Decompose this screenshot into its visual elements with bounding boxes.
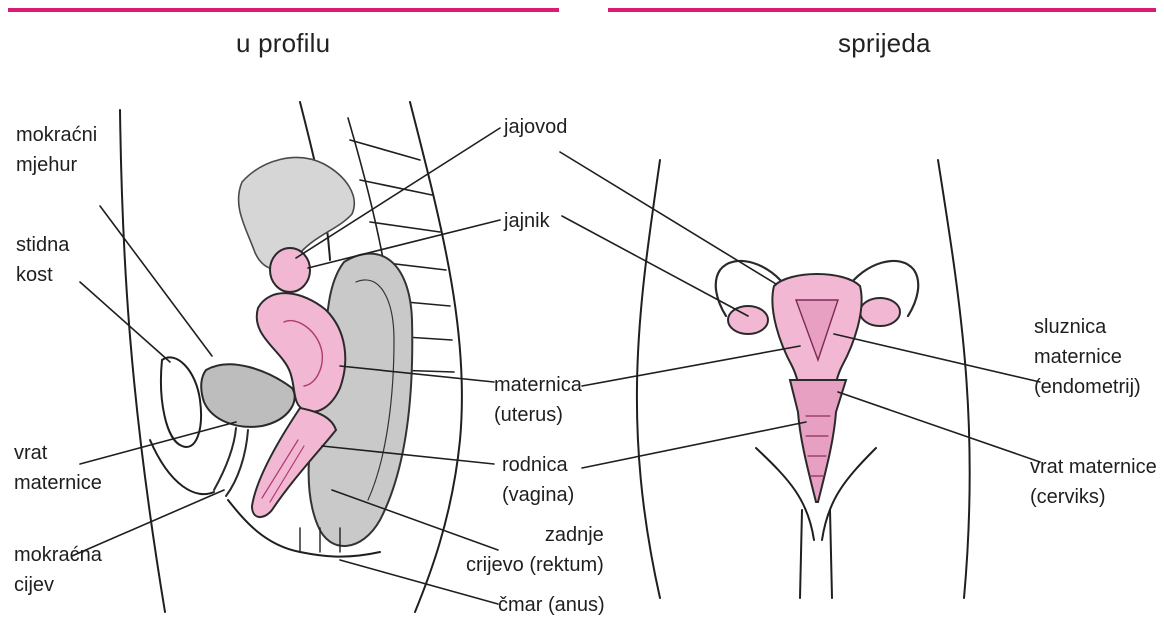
label-cervix-front: vrat maternice (cerviks)	[1030, 452, 1157, 512]
label-rectum: zadnje crijevo (rektum)	[466, 520, 604, 580]
cervix-vagina-front	[790, 380, 846, 502]
label-ovary: jajnik	[504, 206, 550, 236]
label-pubic-bone: stidna kost	[16, 230, 69, 290]
ovary-profile	[270, 248, 310, 292]
label-urethra: mokraćna cijev	[14, 540, 102, 600]
label-fallopian-tube: jajovod	[504, 112, 567, 142]
label-vagina: rodnica (vagina)	[502, 450, 574, 510]
urethra-profile	[214, 428, 248, 496]
bladder	[201, 364, 294, 427]
label-uterus: maternica (uterus)	[494, 370, 582, 430]
label-bladder: mokraćni mjehur	[16, 120, 97, 180]
label-endometrium: sluznica maternice (endometrij)	[1034, 312, 1141, 402]
label-anus: čmar (anus)	[498, 590, 605, 620]
label-cervix-profile: vrat maternice	[14, 438, 102, 498]
